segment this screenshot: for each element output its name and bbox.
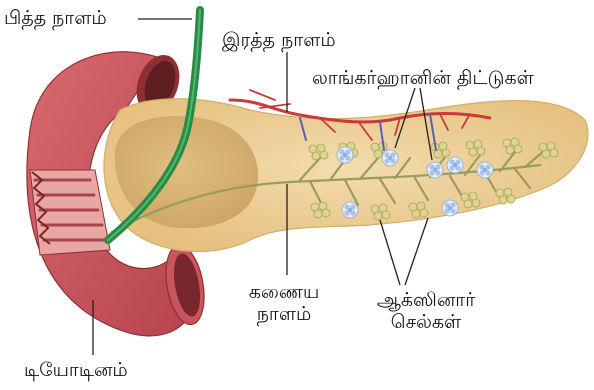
acinar-cells-label-line2: செல்கள்	[366, 312, 486, 334]
pancreatic-duct-label: கணைய நாளம்	[238, 282, 330, 326]
acinar-cells-label-line1: ஆக்ஸினார்	[366, 290, 486, 312]
acinar-cells-label: ஆக்ஸினார் செல்கள்	[366, 290, 486, 334]
blood-vessel-label: இரத்த நாளம்	[222, 30, 336, 52]
islets-label: லாங்கர்ஹானின் திட்டுகள்	[312, 68, 534, 90]
bile-duct-label: பித்த நாளம்	[4, 8, 107, 30]
duodenum-label: டியோடினம்	[24, 360, 128, 382]
pancreatic-duct-label-line1: கணைய	[238, 282, 330, 304]
pancreatic-duct-label-line2: நாளம்	[238, 304, 330, 326]
